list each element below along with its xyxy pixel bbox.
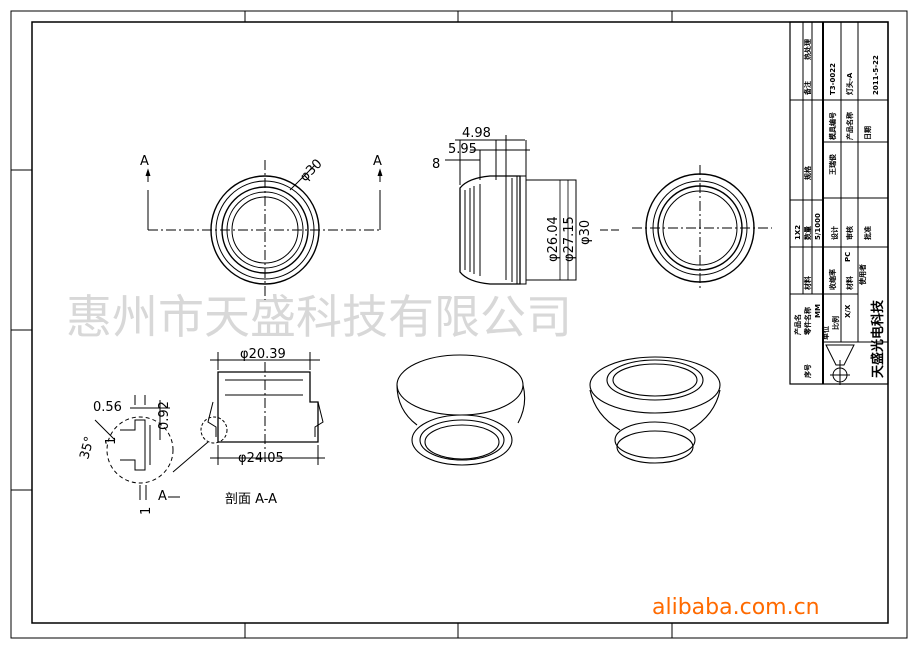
- tb-value-unit: MM: [814, 304, 822, 318]
- side-view: [445, 135, 620, 285]
- tb-label-unit: 单位: [821, 326, 830, 340]
- tb-value-date: 2011-5-22: [872, 55, 880, 95]
- detail-dim-0-56: 0.56: [93, 400, 122, 415]
- detail-ref-a: A: [158, 489, 167, 504]
- tb-label-user: 使用者: [858, 264, 867, 286]
- rear-view: [632, 165, 772, 290]
- dim-dia-30: φ30: [578, 220, 593, 245]
- dim-dia-20-39: φ20.39: [240, 347, 286, 362]
- tb-label-drawn: 设计: [830, 226, 839, 240]
- front-diameter-label: φ30: [297, 156, 325, 184]
- tb-label-shrink: 收缩率: [828, 269, 837, 290]
- tb-label-drawing: 产品名称: [845, 112, 854, 140]
- site-watermark: alibaba.com.cn: [652, 595, 820, 620]
- tb-label-qty: 数量: [803, 226, 812, 240]
- detail-view: [94, 395, 209, 500]
- dim-dia-27-15: φ27.15: [562, 216, 577, 262]
- dim-dia-26-04: φ26.04: [546, 216, 561, 262]
- tb-value-mould: T3-0022: [829, 63, 837, 95]
- isometric-view-bottom: [589, 356, 721, 464]
- tb-label-no: 序号: [803, 364, 812, 379]
- detail-depth: 1: [139, 507, 154, 515]
- tb-value-scale: X/X: [844, 304, 852, 318]
- tb-value-designer: 王瑞俊: [828, 154, 837, 175]
- tb-label-approved: 批准: [863, 226, 872, 240]
- isometric-view-top: [396, 354, 526, 466]
- tb-label-remark: 备注: [803, 81, 812, 96]
- tb-label-product: 产品名: [793, 314, 802, 335]
- dim-5-95: 5.95: [448, 142, 477, 157]
- tb-label-size: 规格: [803, 165, 812, 180]
- tb-value-drawing: 灯头-A: [845, 72, 854, 95]
- tb-label-checked: 审核: [845, 226, 854, 240]
- section-caption: 剖面 A-A: [225, 492, 277, 507]
- section-view: [200, 352, 325, 465]
- title-block: [789, 21, 889, 385]
- tb-value-shrink: 5/1000: [814, 213, 822, 240]
- section-label-a-right: A: [373, 154, 382, 169]
- dim-4-98: 4.98: [462, 126, 491, 141]
- tb-value-qty: 1X2: [794, 225, 802, 240]
- detail-angle: 35°: [77, 435, 97, 461]
- tb-value-material: PC: [844, 252, 852, 262]
- tb-label-material: 材料: [803, 276, 812, 291]
- tb-label-date: 日期: [863, 126, 872, 140]
- front-view: [145, 160, 383, 300]
- dim-8: 8: [432, 157, 440, 172]
- tb-company: 天盛光电科技: [870, 299, 886, 378]
- tb-label-scale: 比例: [831, 316, 840, 330]
- watermark: 惠州市天盛科技有限公司: [66, 290, 572, 344]
- tb-label-mat2: 材料: [845, 276, 854, 291]
- title-block-text: 备注 热处理 规格 数量 1X2 材料 零件名称 产品名 序号 T3-0022 …: [793, 39, 886, 379]
- detail-pitch: 1: [104, 437, 119, 445]
- dim-dia-24-05: φ24.05: [238, 451, 284, 466]
- tb-label-hrc: 热处理: [803, 39, 812, 60]
- tb-label-mould: 模具编号: [828, 112, 837, 140]
- tb-label-part: 零件名称: [803, 307, 812, 336]
- detail-dim-0-92: 0.92: [157, 401, 172, 430]
- section-label-a-left: A: [140, 154, 149, 169]
